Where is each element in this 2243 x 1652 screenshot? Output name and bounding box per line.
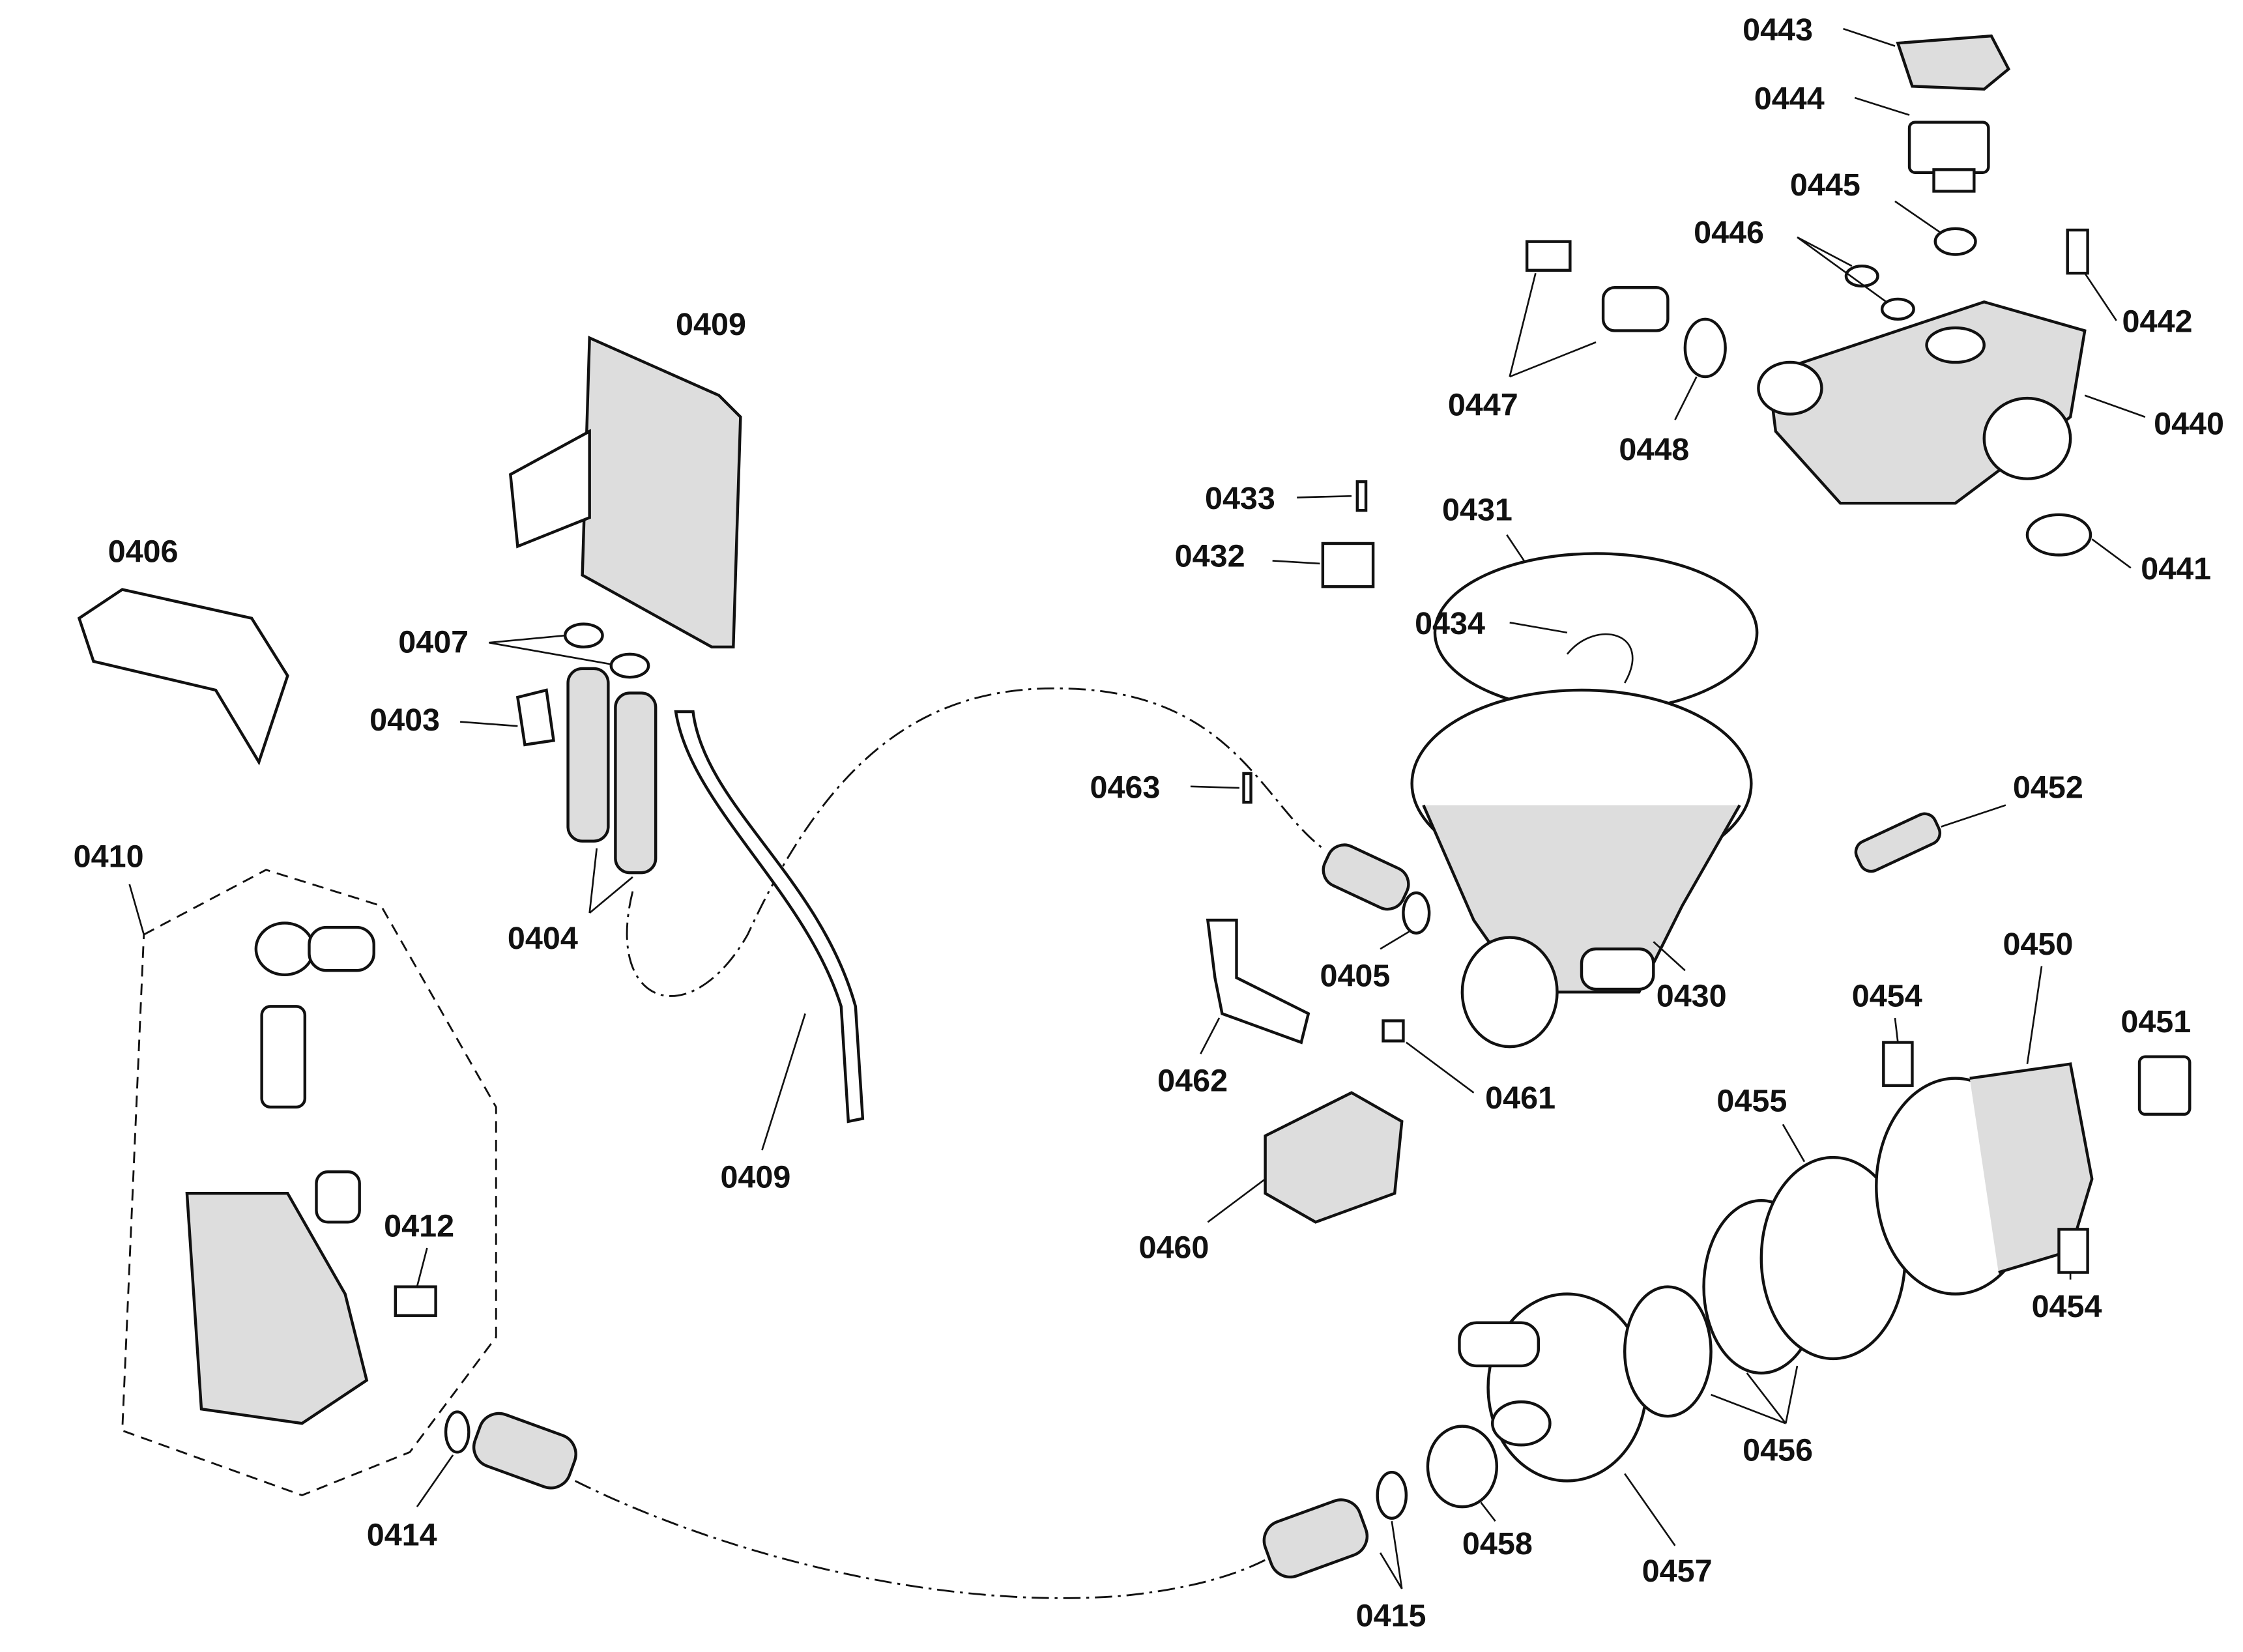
- part-0414-oring: [444, 1410, 470, 1454]
- part-0461-clip: [1382, 1019, 1405, 1043]
- assembly-0410-outline: [121, 869, 497, 1497]
- part-0415-hose: [1262, 1498, 1369, 1579]
- label-0444: 0444: [1754, 81, 1825, 117]
- label-0409-hose: 0409: [720, 1159, 790, 1195]
- part-0446-oring: [1844, 264, 1879, 288]
- label-0454-top: 0454: [1852, 978, 1922, 1013]
- part-0452-filter: [1854, 812, 1942, 873]
- label-0446: 0446: [1694, 215, 1764, 250]
- part-0415-oring: [1376, 1471, 1408, 1520]
- label-0441: 0441: [2141, 551, 2211, 587]
- label-0460: 0460: [1138, 1230, 1209, 1265]
- label-0415: 0415: [1356, 1598, 1426, 1633]
- part-0454-clip-2: [2057, 1228, 2089, 1274]
- label-0412: 0412: [384, 1208, 454, 1243]
- label-0406: 0406: [108, 534, 179, 570]
- label-0463: 0463: [1090, 770, 1160, 805]
- label-0450: 0450: [2003, 927, 2073, 962]
- part-0460-drain-pump: [1264, 1091, 1404, 1224]
- label-0458: 0458: [1462, 1526, 1533, 1561]
- part-0414-hose: [472, 1412, 577, 1490]
- label-0456: 0456: [1743, 1433, 1813, 1468]
- label-0440: 0440: [2154, 406, 2224, 441]
- part-0454-clip: [1882, 1041, 1914, 1087]
- label-0462: 0462: [1157, 1064, 1228, 1099]
- part-0433-screw: [1355, 480, 1368, 512]
- label-0409-dispenser: 0409: [676, 307, 746, 342]
- part-0407-oring: [563, 622, 604, 649]
- part-0447-clip: [1525, 240, 1572, 272]
- label-0447: 0447: [1448, 388, 1518, 423]
- part-0432-bracket: [1321, 542, 1375, 588]
- part-0405-oring: [1402, 891, 1431, 935]
- part-0440-heater-housing: [1757, 300, 2087, 505]
- part-0457-pump-housing: [1458, 1292, 1648, 1483]
- hose-route-line: [626, 687, 1324, 997]
- label-0451: 0451: [2120, 1004, 2191, 1039]
- label-0454-bottom: 0454: [2032, 1289, 2102, 1324]
- label-0431: 0431: [1442, 493, 1512, 528]
- part-0412-clip: [394, 1285, 437, 1317]
- part-0445-oring: [1933, 227, 1977, 256]
- part-0462-bracket: [1206, 918, 1310, 1045]
- leader-lines: [128, 27, 2146, 1589]
- label-0461: 0461: [1485, 1080, 1556, 1116]
- part-0444-sensor: [1907, 121, 1990, 193]
- part-0403-clip: [515, 688, 556, 747]
- label-0443: 0443: [1743, 12, 1813, 48]
- label-0410: 0410: [74, 839, 144, 874]
- part-0434-cap: [1566, 633, 1634, 684]
- drain-route-line: [574, 1480, 1266, 1599]
- part-0451-capacitor: [2137, 1055, 2192, 1116]
- part-0443-cover: [1896, 34, 2011, 91]
- label-0448: 0448: [1619, 432, 1689, 467]
- part-0430-sump: [1410, 688, 1753, 1049]
- label-0434: 0434: [1415, 606, 1485, 641]
- label-0457: 0457: [1642, 1554, 1713, 1589]
- part-0404-hose-2: [614, 691, 658, 875]
- part-0406-cover: [77, 588, 289, 766]
- part-0442-clip: [2066, 228, 2089, 275]
- part-0463-screw: [1242, 772, 1252, 804]
- label-0414: 0414: [367, 1518, 437, 1553]
- label-0442: 0442: [2122, 304, 2193, 340]
- label-0452: 0452: [2013, 770, 2083, 805]
- label-0432: 0432: [1175, 538, 1245, 573]
- label-0407: 0407: [398, 625, 469, 660]
- label-0403: 0403: [369, 703, 440, 738]
- part-0405-hose: [1322, 843, 1410, 911]
- part-0410-valve-assembly: [185, 921, 437, 1425]
- part-0407-oring-2: [609, 652, 650, 679]
- part-labels: 0443 0444 0445 0446 0442 0440 0441 0447 …: [74, 12, 2224, 1634]
- label-0430: 0430: [1657, 978, 1727, 1013]
- part-0456-impeller: [1623, 1285, 1713, 1418]
- part-0458-seal: [1426, 1425, 1499, 1509]
- part-0448-seal: [1683, 317, 1727, 379]
- part-0441-clamp: [2025, 513, 2092, 557]
- label-0433: 0433: [1205, 481, 1275, 516]
- part-0404-hose: [566, 667, 610, 843]
- part-0450-motor: [1875, 1062, 2094, 1296]
- part-0446-oring-2: [1880, 297, 1915, 321]
- label-0445: 0445: [1790, 167, 1860, 203]
- part-0409-hose: [674, 710, 865, 1123]
- label-0455: 0455: [1716, 1083, 1787, 1118]
- part-0447-connector: [1601, 286, 1670, 332]
- part-0409-dispenser: [508, 336, 742, 649]
- label-0405: 0405: [1320, 958, 1390, 993]
- label-0404: 0404: [508, 921, 578, 956]
